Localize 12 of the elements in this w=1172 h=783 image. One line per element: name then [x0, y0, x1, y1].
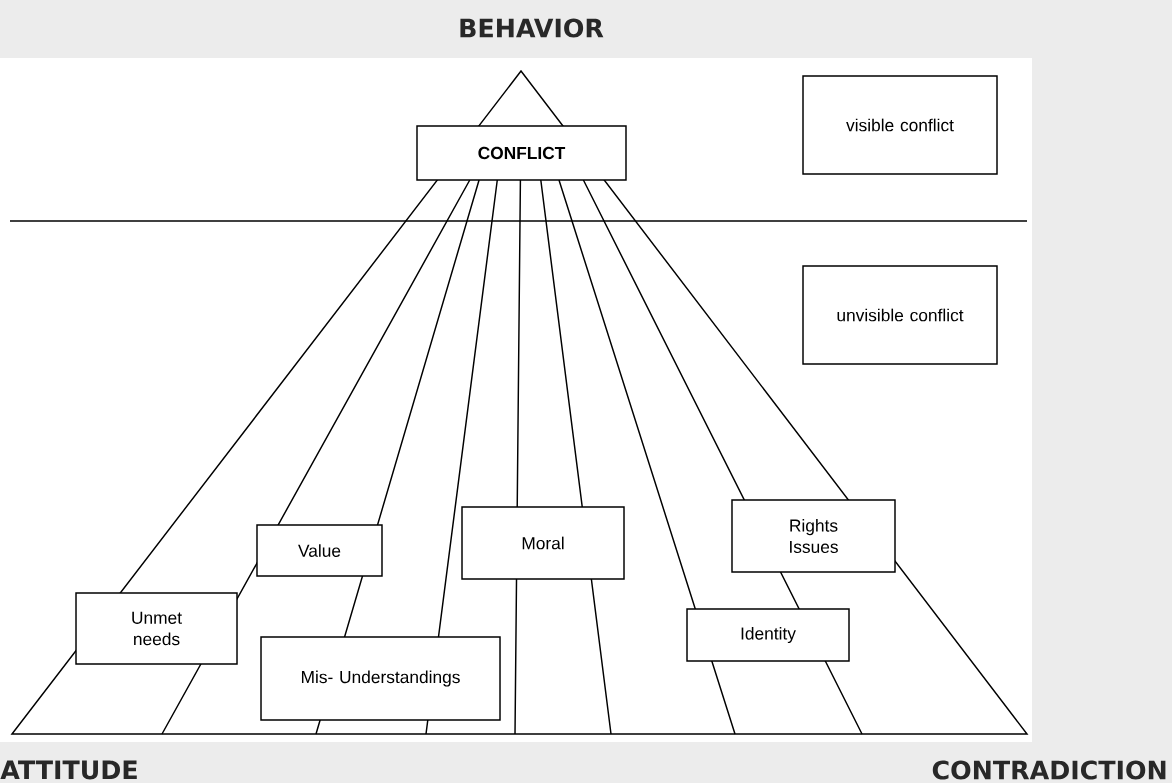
- label-box: Moral: [461, 506, 625, 580]
- label-box: Rights Issues: [731, 499, 896, 573]
- corner-label: BEHAVIOR: [460, 18, 604, 38]
- corner-label: CONTRADICTION: [932, 760, 1166, 780]
- label-box: unvisible conflict: [802, 265, 998, 365]
- label-box: Unmet needs: [75, 592, 238, 665]
- label-box: Identity: [686, 608, 850, 662]
- label-box: Mis- Understandings: [260, 636, 501, 721]
- label-box: Value: [256, 524, 383, 577]
- label-box: visible conflict: [802, 75, 998, 175]
- label-box: CONFLICT: [416, 125, 627, 181]
- corner-label: ATTITUDE: [0, 760, 137, 780]
